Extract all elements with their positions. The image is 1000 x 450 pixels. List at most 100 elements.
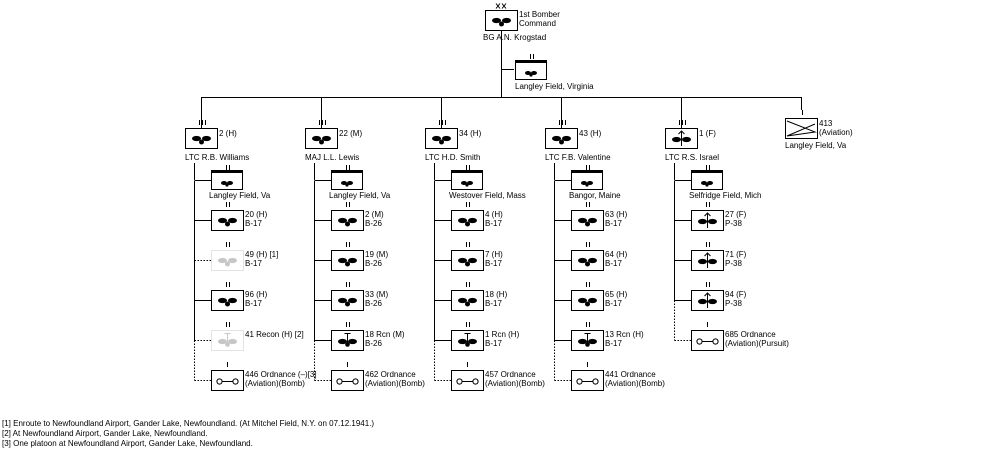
group-hq-location: Langley Field, Va [329, 191, 391, 200]
hq-frame [331, 170, 363, 190]
squadron-aircraft: B-17 [485, 339, 502, 348]
unit-frame [691, 330, 724, 351]
wing-left [581, 181, 587, 185]
bomber-icon [211, 250, 244, 271]
hub [345, 221, 350, 227]
footnote-1: [1] Enroute to Newfoundland Airport, Gan… [2, 419, 375, 428]
squadron-aircraft: B-17 [605, 299, 622, 308]
hq-bar [331, 170, 363, 173]
signal-icon [785, 118, 818, 139]
hub [465, 342, 470, 347]
hub [345, 261, 350, 267]
wing-right [348, 297, 357, 304]
hub [225, 342, 230, 347]
squadron-label: 18 Rcn (M) [365, 330, 405, 339]
wing-left [221, 181, 227, 185]
wing-left [492, 17, 501, 24]
footnotes: [1] Enroute to Newfoundland Airport, Gan… [2, 419, 374, 449]
group-hq-location: Langley Field, Va [209, 191, 271, 200]
squadron-label: 457 Ordnance [485, 370, 536, 379]
wing-right [347, 181, 353, 185]
wing-left [312, 135, 321, 142]
group-designation: 2 (H) [219, 129, 237, 138]
wing-right [202, 135, 211, 142]
hub [345, 301, 350, 307]
bomber-icon [545, 128, 578, 149]
hub [439, 139, 444, 145]
squadron-label: 71 (F) [725, 250, 747, 259]
hub [705, 183, 709, 187]
fighter-icon [691, 290, 724, 311]
group-hq-location: Selfridge Field, Mich [689, 191, 761, 200]
unit-frame [571, 290, 604, 311]
wing-right [228, 297, 237, 304]
wing-right [467, 181, 473, 185]
unit-frame [571, 370, 604, 391]
echelon-mark [586, 242, 590, 247]
recon-icon [211, 330, 244, 351]
wing-left [458, 297, 467, 304]
wing-left [461, 181, 467, 185]
hub [225, 301, 230, 307]
squadron-label: 1 Rcn (H) [485, 330, 520, 339]
hub [585, 221, 590, 227]
wing-right [682, 136, 691, 143]
squadron-label: 7 (H) [485, 250, 503, 259]
wing-right [708, 298, 717, 305]
squadron-label: 94 (F) [725, 290, 747, 299]
hub [465, 221, 470, 227]
group-commander: LTC H.D. Smith [425, 153, 480, 162]
wing-left [338, 257, 347, 264]
wing-left [338, 217, 347, 224]
fighter-icon [691, 210, 724, 231]
wing-right [502, 17, 511, 24]
hub [225, 261, 230, 267]
hq-bar [571, 170, 603, 173]
echelon-mark [586, 202, 590, 207]
hq-icon [571, 170, 603, 190]
echelon-mark [226, 202, 230, 207]
echelon-mark [706, 165, 710, 170]
wing-left [192, 135, 201, 142]
echelon-mark [679, 120, 686, 125]
wing-right [442, 135, 451, 142]
wing-left [341, 181, 347, 185]
wing-right [588, 217, 597, 224]
echelon-mark [226, 165, 230, 170]
wing-left [218, 338, 227, 345]
hq-icon [515, 60, 547, 80]
footnote-3: [3] One platoon at Newfoundland Airport,… [2, 439, 253, 448]
wing-left [578, 338, 587, 345]
squadron-label: 33 (M) [365, 290, 388, 299]
wing-right [708, 258, 717, 265]
echelon-mark [466, 242, 470, 247]
hub [465, 301, 470, 307]
hub [465, 261, 470, 267]
squadron-aircraft: B-17 [485, 299, 502, 308]
arrow-head [704, 212, 711, 217]
echelon-mark [466, 202, 470, 207]
hq-frame [451, 170, 483, 190]
hq-bar [691, 170, 723, 173]
lightning [786, 120, 817, 137]
echelon-mark [319, 120, 326, 125]
wing-right [468, 297, 477, 304]
group-designation: 34 (H) [459, 129, 482, 138]
command-hq-location: Langley Field, Virginia [515, 82, 594, 91]
wing-left [432, 135, 441, 142]
wing-left [552, 135, 561, 142]
wing-right [322, 135, 331, 142]
squadron-aircraft: B-17 [245, 259, 262, 268]
wing-right [468, 338, 477, 345]
unit-frame [331, 250, 364, 271]
hub [319, 139, 324, 145]
unit-frame [211, 250, 244, 271]
echelon-x [501, 3, 507, 9]
group-designation: 43 (H) [579, 129, 602, 138]
squadron-aircraft: B-26 [365, 339, 382, 348]
hq-frame [211, 170, 243, 190]
wing-right [228, 217, 237, 224]
unit-frame [211, 210, 244, 231]
squadron-aircraft: P-38 [725, 219, 742, 228]
wing-right [348, 257, 357, 264]
